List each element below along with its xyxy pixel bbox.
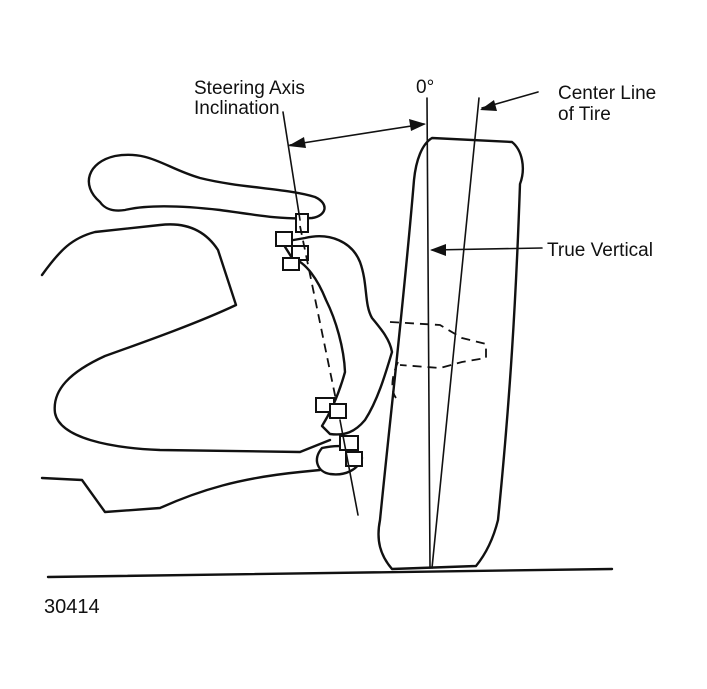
true-vertical-label: True Vertical xyxy=(547,240,653,261)
lower-ball-joint-bolts xyxy=(315,397,363,467)
true-vertical-line xyxy=(426,97,431,569)
centerline-arrowhead xyxy=(480,100,497,111)
sai-arrowhead-right xyxy=(409,119,426,131)
steering-axis-line xyxy=(282,111,301,221)
steering-axis-line-lower xyxy=(339,419,359,516)
true-vertical-leader xyxy=(431,247,543,251)
steering-knuckle xyxy=(280,235,394,436)
figure-number: 30414 xyxy=(44,596,100,618)
hub-spindle-dashed xyxy=(389,321,487,369)
upper-control-arm xyxy=(87,153,326,220)
zero-degree-label: 0° xyxy=(416,77,434,98)
sai-label-line1: Steering Axis xyxy=(194,78,305,99)
centerline-label-line1: Center Line xyxy=(558,83,656,104)
tire-outline xyxy=(377,136,524,571)
sai-arrowhead-left xyxy=(288,137,306,148)
tire-centerline xyxy=(431,97,480,569)
sai-label-line2: Inclination xyxy=(194,98,280,119)
true-vertical-arrowhead xyxy=(430,244,446,256)
vehicle-frame-outline xyxy=(40,223,332,454)
centerline-label-line2: of Tire xyxy=(558,104,611,125)
ground-line xyxy=(46,567,614,579)
vehicle-frame-lower xyxy=(40,468,322,514)
sai-angle-dimension xyxy=(289,123,425,146)
